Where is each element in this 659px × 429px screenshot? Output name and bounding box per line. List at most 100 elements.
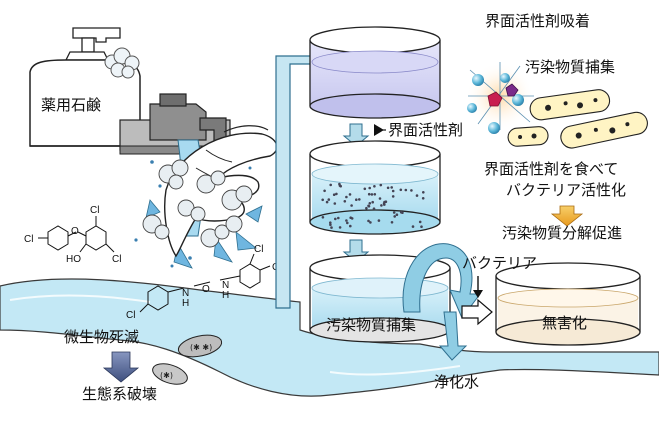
triclocarban-h2: H: [222, 290, 229, 301]
particle-dot: [363, 187, 367, 191]
triclosan-cl-left: Cl: [24, 234, 33, 245]
particle-dot: [386, 186, 390, 190]
particle-dot: [346, 221, 349, 225]
particle-dot: [372, 207, 376, 210]
pollutant-capture-tank-label: 汚染物質捕集: [326, 316, 417, 334]
particle-dot: [365, 206, 368, 210]
particle-dot: [421, 197, 425, 200]
bacteria-group: [507, 89, 648, 149]
particle-dot: [338, 182, 341, 186]
particle-dot: [348, 193, 352, 196]
harmless-label: 無害化: [542, 314, 588, 332]
particle-dot: [377, 219, 381, 222]
triclocarban-structure: [139, 253, 271, 313]
tank-particles: [309, 140, 441, 235]
particle-dot: [345, 195, 348, 199]
particle-dot: [379, 183, 383, 187]
particle-dot: [380, 204, 383, 207]
particle-dot: [418, 220, 422, 224]
particle-dot: [399, 188, 403, 192]
triclocarban-o: O: [202, 284, 210, 295]
particle-dot: [410, 189, 413, 192]
faucet: [119, 93, 231, 155]
surfactant-cluster: [466, 62, 534, 134]
bacteria-label: バクテリア: [462, 254, 538, 272]
particle-dot: [422, 191, 425, 194]
arrow-to-harmless: [461, 298, 493, 326]
soap-label: 薬用石鹸: [41, 96, 102, 114]
particle-dot: [391, 189, 395, 193]
particle-dot: [368, 202, 372, 205]
soap-foam: [104, 47, 140, 79]
particle-dot: [333, 202, 337, 205]
arrow-surfactant: [374, 124, 386, 136]
surfactant-adsorption-label: 界面活性剤吸着: [485, 12, 591, 30]
ecosystem-destruction-label: 生態系破壊: [82, 385, 158, 403]
particle-dot: [334, 217, 337, 221]
particle-dot: [420, 225, 423, 228]
particle-dot: [392, 211, 396, 214]
decomposition-arrow: [550, 205, 584, 227]
particle-dot: [395, 213, 399, 216]
particle-dot: [368, 186, 372, 190]
hand-foam-bubbles: [142, 159, 253, 248]
particle-dot: [370, 193, 374, 196]
triclocarban-n1: N: [182, 288, 189, 299]
particle-dot: [350, 204, 353, 207]
ecosystem-arrow: [102, 351, 140, 383]
particle-dot: [327, 198, 331, 201]
tank-harmless: [495, 262, 641, 346]
dead-microbes: (✱ ✱) (✱): [152, 334, 223, 385]
particle-dot: [337, 216, 340, 220]
particle-dots: [321, 182, 425, 229]
triclocarban-cl-top: Cl: [254, 244, 263, 255]
triclocarban-n2: N: [222, 280, 229, 291]
particle-dot: [343, 200, 347, 203]
particle-dot: [371, 200, 375, 204]
particle-dot: [329, 221, 332, 224]
surfactant-arrow-label: 界面活性剤: [388, 121, 464, 139]
particle-dot: [378, 197, 382, 200]
particle-dot: [330, 226, 333, 229]
particle-dot: [321, 216, 325, 219]
particle-dot: [355, 198, 358, 201]
particle-dot: [399, 210, 403, 214]
particle-dot: [384, 200, 388, 203]
microbe-death-label: 微生物死滅: [64, 328, 140, 346]
svg-text:(✱ ✱): (✱ ✱): [190, 343, 212, 352]
particle-dot: [367, 219, 370, 223]
particle-dot: [390, 186, 394, 189]
svg-text:(✱): (✱): [160, 371, 173, 380]
particle-dot: [367, 192, 371, 196]
water-drops: [134, 160, 252, 268]
particle-dot: [391, 195, 395, 198]
particle-dot: [325, 200, 329, 204]
arrow-purified: [438, 311, 468, 361]
particle-dot: [323, 189, 326, 193]
particle-dot: [329, 223, 332, 227]
particle-dot: [332, 193, 336, 196]
particle-dot: [329, 183, 333, 187]
particle-dot: [404, 188, 408, 192]
particle-dot: [349, 216, 353, 219]
pollutant-capture-top-label: 汚染物質捕集: [525, 58, 616, 76]
particle-dot: [367, 204, 370, 208]
purified-water-label: 浄化水: [434, 373, 480, 391]
eat-surfactant-line1: 界面活性剤を食べて: [484, 160, 619, 178]
triclosan-cl-right: Cl: [112, 254, 121, 265]
particle-dot: [390, 221, 394, 224]
particle-dot: [369, 221, 372, 224]
eat-surfactant-line2: バクテリア活性化: [506, 181, 627, 199]
particle-dot: [358, 198, 361, 201]
tank-surfactant: [309, 26, 441, 119]
triclosan-o: O: [71, 226, 79, 237]
triclocarban-h1: H: [182, 298, 189, 309]
particle-dot: [345, 219, 348, 222]
triclosan-structure: [38, 216, 115, 253]
particle-dot: [338, 226, 342, 229]
triclosan-ho: HO: [66, 254, 81, 265]
washing-hands: [164, 125, 278, 258]
arrow-bacteria-down: [473, 276, 483, 298]
